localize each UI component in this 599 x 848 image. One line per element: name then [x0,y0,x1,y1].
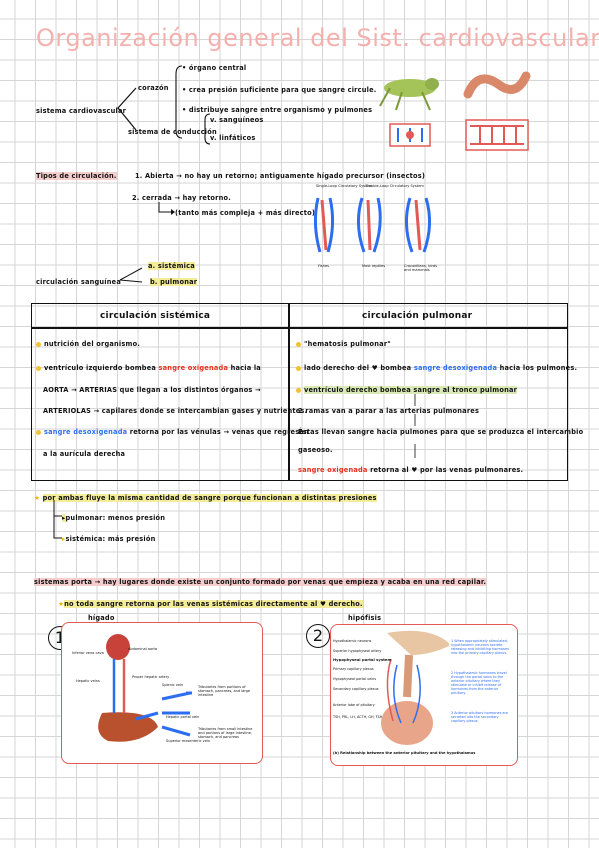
table-header-left: circulación sistémica [100,311,211,321]
left-row-4: ARTERIOLAS → capilares donde se intercam… [43,407,308,415]
portal-main: sistemas porta → hay lugares donde exist… [34,578,487,586]
double-loop-label: Double-Loop Circulatory System [366,184,424,188]
note-main: ★ por ambas fluye la misma cantidad de s… [34,494,377,502]
fig2-label-4: Hypophyseal portal veins [333,677,377,681]
fig1-label-3: Proper hepatic artery [132,675,170,679]
fig2-label-3: Primary capillary plexus [333,667,374,671]
earthworm-diagram [458,64,536,158]
cerrada-note: (tanto más compleja + más directo). [175,209,318,217]
left-row-5: sangre desoxigenada retorna por las vénu… [36,428,309,436]
table-header-divider [31,327,567,329]
circ-sang-arrows [119,267,143,283]
vertebrate-circulation-diagram: Single-Loop Circulatory System Double-Lo… [308,184,444,272]
left-row-6: a la aurícula derecha [43,450,126,458]
hypophyseal-portal-figure: Hypothalamic neurons Superior hypophysea… [330,624,518,766]
cerrada-arrow [158,202,175,215]
fig2-label-1: Superior hypophyseal artery [333,649,382,653]
portal-sub: ★no toda sangre retorna por las venas si… [58,600,363,608]
right-flow-arrows [414,394,416,458]
fig2-caption: hipófisis [348,614,382,622]
fig1-label-1: Abdominal aorta [128,647,158,651]
left-row-3: AORTA → ARTERIAS que llegan a los distin… [43,386,261,394]
fig1-label-8: Tributaries from small intestine and por… [198,727,253,739]
page-title: Organización general del Sist. cardiovas… [36,24,599,52]
right-row-7: sangre oxigenada retorna al ♥ por las ve… [298,466,524,474]
fig2-bottom-caption: (b) Relationship between the anterior pi… [333,751,476,755]
note-pulmonar: ▸pulmonar: menos presión [62,514,166,522]
corazon-item-3: • distribuye sangre entre organismo y pu… [182,106,373,114]
fig2-number: 2 [306,624,330,648]
tree-corazon: corazón [138,84,169,92]
corazon-item-2: • crea presión suficiente para que sangr… [182,86,377,94]
tree-braces [117,65,183,139]
conduccion-item-2: v. linfáticos [210,134,256,142]
tipos-abierta: 1. Abierta → no hay un retorno; antiguam… [135,172,426,180]
fig1-label-4: Splenic vein [162,683,184,687]
right-row-1: "hematosis pulmonar" [296,340,391,348]
circ-sang-b: b. pulmonar [150,278,198,286]
fig2-label-2: Hypophyseal portal system [333,657,392,662]
conduccion-item-1: v. sanguíneos [210,116,264,124]
right-row-3: ventrículo derecho bombea sangre al tron… [296,386,518,394]
tipos-label: Tipos de circulación. [36,172,117,180]
note-arrows [53,500,62,539]
tipos-cerrada: 2. cerrada → hay retorno. [132,194,231,202]
fig2-label-0: Hypothalamic neurons [333,639,372,643]
circ-sang-a: a. sistémica [148,262,195,270]
grasshopper-diagram [372,66,448,156]
hepatic-portal-figure: Inferior vena cava Abdominal aorta Hepat… [61,622,263,764]
fig1-caption: hígado [88,614,115,622]
tree-conduccion: sistema de conducción [128,128,217,136]
fig1-label-0: Inferior vena cava [72,651,104,655]
left-row-1: nutrición del organismo. [36,340,140,348]
table-column-divider [288,303,290,480]
crocs-label: Crocodilians, birds and mammals [404,264,438,272]
table-header-right: circulación pulmonar [362,311,473,321]
single-loop-label: Single-Loop Circulatory System [316,184,373,188]
fishes-label: Fishes [318,264,330,268]
reptiles-label: Most reptiles [362,264,386,268]
fig2-callout-2: 2 Hypothalamic hormones travel through t… [451,671,507,695]
fig1-label-5: Tributaries from portions of stomach, pa… [198,685,251,697]
tree-root: sistema cardiovascular [36,107,127,115]
fig1-label-7: Superior mesenteric vein [166,739,211,743]
right-row-4: 2 ramas van a parar a las arterias pulmo… [298,407,480,415]
fig2-callout-3: 3 Anterior pituitary hormones are secret… [451,711,508,723]
fig2-label-7: TSH, PRL, LH, ACTH, GH, FSH [333,715,383,719]
fig2-label-6: Anterior lobe of pituitary [333,703,375,707]
fig1-label-2: Hepatic veins [76,679,100,683]
fig2-callout-1: 1 When appropriately stimulated, hypotha… [451,639,509,655]
right-row-2: lado derecho del ♥ bombea sangre desoxig… [296,364,577,372]
circ-sang-label: circulación sanguínea [36,278,121,286]
conduccion-brace [204,113,211,145]
right-row-6: gaseoso. [298,446,333,454]
corazon-item-1: • órgano central [182,64,247,72]
fig1-label-6: Hepatic portal vein [166,715,200,719]
fig2-label-5: Secondary capillary plexus [333,687,379,691]
note-sistemica: ▸sistémica: más presión [62,535,156,543]
comparison-table [31,303,568,481]
left-row-2: ventrículo izquierdo bombea sangre oxige… [36,364,261,372]
right-row-5: Éstas llevan sangre hacia pulmones para … [298,428,584,436]
